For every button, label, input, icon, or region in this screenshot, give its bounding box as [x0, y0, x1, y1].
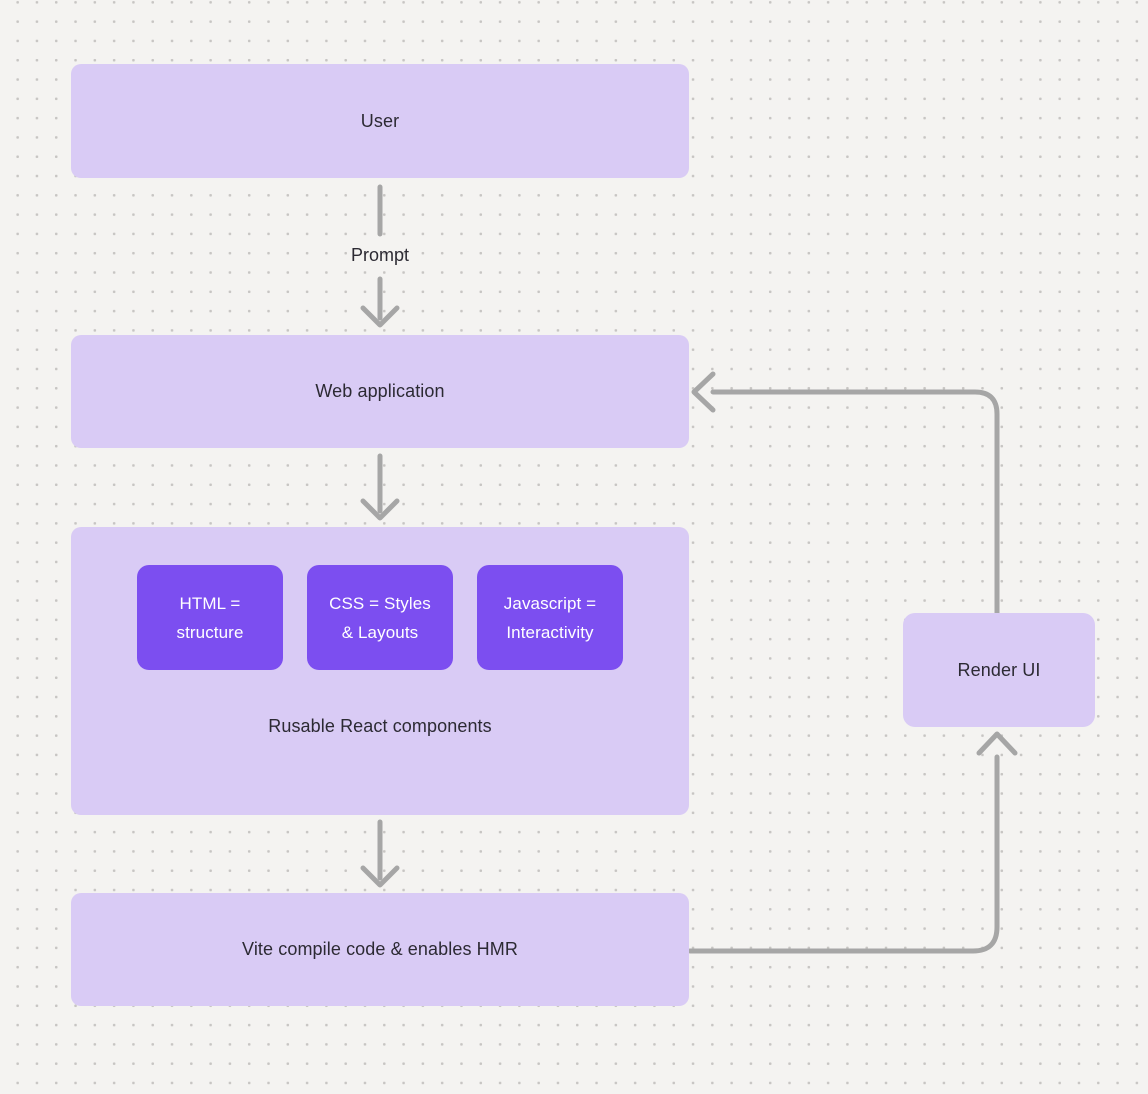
components-group-caption: Rusable React components — [268, 716, 492, 736]
chip-javascript: Javascript = Interactivity — [477, 565, 623, 670]
chip-row: HTML = structure CSS = Styles & Layouts … — [71, 565, 689, 670]
node-web-application-label: Web application — [315, 381, 445, 401]
chip-html: HTML = structure — [137, 565, 283, 670]
chip-javascript-line2: Interactivity — [506, 622, 594, 642]
node-render-ui-label: Render UI — [957, 659, 1041, 680]
edge-label-prompt: Prompt — [350, 245, 410, 265]
node-web-application: Web application — [71, 335, 689, 448]
arrow-left-icon — [691, 371, 716, 413]
node-user: User — [71, 64, 689, 178]
chip-css-line2: & Layouts — [341, 622, 419, 642]
arrow-down-icon — [360, 305, 400, 328]
node-components-group: HTML = structure CSS = Styles & Layouts … — [71, 527, 689, 815]
arrow-up-icon — [976, 731, 1018, 756]
chip-html-line1: HTML = — [179, 593, 241, 613]
arrow-down-icon — [360, 865, 400, 888]
arrow-down-icon — [360, 498, 400, 521]
chip-javascript-line1: Javascript = — [503, 593, 597, 613]
node-vite: Vite compile code & enables HMR — [71, 893, 689, 1006]
edge-vite-to-render-line — [687, 754, 1000, 954]
node-render-ui: Render UI — [903, 613, 1095, 727]
node-vite-label: Vite compile code & enables HMR — [242, 939, 518, 959]
chip-css: CSS = Styles & Layouts — [307, 565, 453, 670]
chip-css-line1: CSS = Styles — [329, 593, 431, 613]
chip-html-line2: structure — [176, 622, 244, 642]
edge-render-to-webapp-line — [710, 389, 1000, 616]
node-user-label: User — [360, 110, 400, 131]
